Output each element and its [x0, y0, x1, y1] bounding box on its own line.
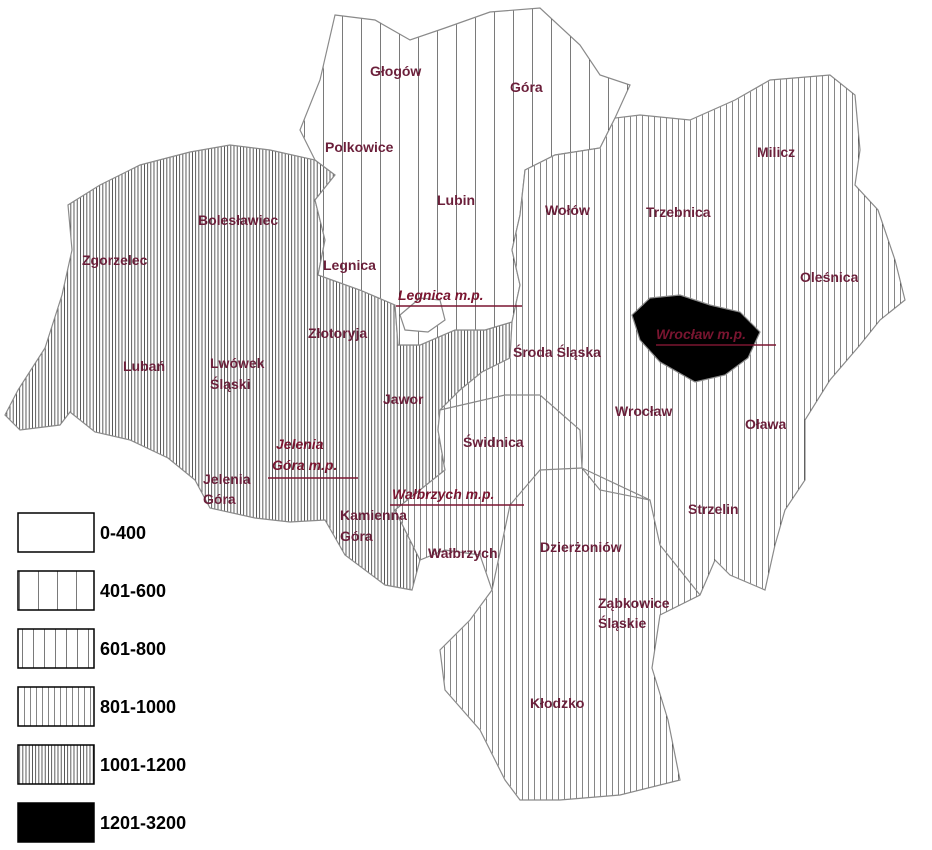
boundary-line [581, 467, 651, 501]
region-east-fine [394, 74, 906, 801]
label-trzebnica: Trzebnica [646, 204, 711, 220]
legend-swatch [17, 686, 95, 727]
label-gora: Góra [510, 79, 543, 95]
label-jelenia-gora-line2: Góra [203, 491, 236, 507]
label-kamienna-gora-line2: Góra [340, 528, 373, 544]
district-boundaries [439, 394, 701, 596]
boundary-line [491, 467, 583, 591]
label-lwowek-slaski-line2: Śląski [210, 375, 250, 392]
label-jelenia-gora-mp-line2: Góra m.p. [272, 457, 337, 473]
city-labels: Legnica m.p. Wrocław m.p. Jelenia Góra m… [268, 287, 776, 506]
label-glogow: Głogów [370, 63, 421, 79]
label-sroda-slaska: Środa Śląska [513, 343, 601, 360]
legend-label: 1001-1200 [100, 755, 186, 775]
label-lwowek-slaski-line1: Lwówek [210, 355, 265, 371]
label-lubin: Lubin [437, 192, 475, 208]
label-zlotoryja: Złotoryja [308, 325, 367, 341]
legend-swatch [17, 744, 95, 785]
legend-label: 0-400 [100, 523, 146, 543]
legend-swatch [17, 628, 95, 669]
map-regions [4, 7, 906, 801]
label-jelenia-gora-mp-line1: Jelenia [276, 436, 324, 452]
label-legnica: Legnica [323, 257, 376, 273]
label-swidnica: Świdnica [463, 433, 524, 450]
label-luban: Lubań [123, 358, 165, 374]
label-dzierzoniow: Dzierżoniów [540, 539, 622, 555]
boundary-line [439, 394, 583, 469]
label-zabkowice-slaskie-line2: Śląskie [598, 614, 646, 631]
legend-label: 401-600 [100, 581, 166, 601]
label-jawor: Jawor [383, 391, 424, 407]
label-milicz: Milicz [757, 144, 795, 160]
label-wroclaw-mp: Wrocław m.p. [656, 326, 746, 342]
label-kamienna-gora-line1: Kamienna [340, 507, 407, 523]
legend-label: 601-800 [100, 639, 166, 659]
label-klodzko: Kłodzko [530, 695, 584, 711]
label-jelenia-gora-line1: Jelenia [203, 471, 251, 487]
label-polkowice: Polkowice [325, 139, 394, 155]
legend-swatch [17, 802, 95, 843]
legend-swatch [17, 570, 95, 611]
legend-swatch [17, 512, 95, 553]
label-strzelin: Strzelin [688, 501, 739, 517]
label-walbrzych-mp: Wałbrzych m.p. [392, 486, 494, 502]
label-walbrzych: Wałbrzych [428, 545, 498, 561]
label-zabkowice-slaskie-line1: Ząbkowice [598, 595, 670, 611]
label-olesnica: Oleśnica [800, 269, 859, 285]
legend-label: 801-1000 [100, 697, 176, 717]
legend-label: 1201-3200 [100, 813, 186, 833]
label-olawa: Oława [745, 416, 786, 432]
map-legend: 0-400 401-600 601-800 801-1000 1001-1200 1201… [17, 512, 186, 843]
label-wolow: Wołów [545, 202, 590, 218]
district-labels: Głogów Góra Polkowice Milicz Lubin Wołów… [82, 63, 859, 711]
label-zgorzelec: Zgorzelec [82, 252, 148, 268]
label-boleslawiec: Bolesławiec [198, 212, 278, 228]
label-legnica-mp: Legnica m.p. [398, 287, 484, 303]
label-wroclaw: Wrocław [615, 403, 672, 419]
